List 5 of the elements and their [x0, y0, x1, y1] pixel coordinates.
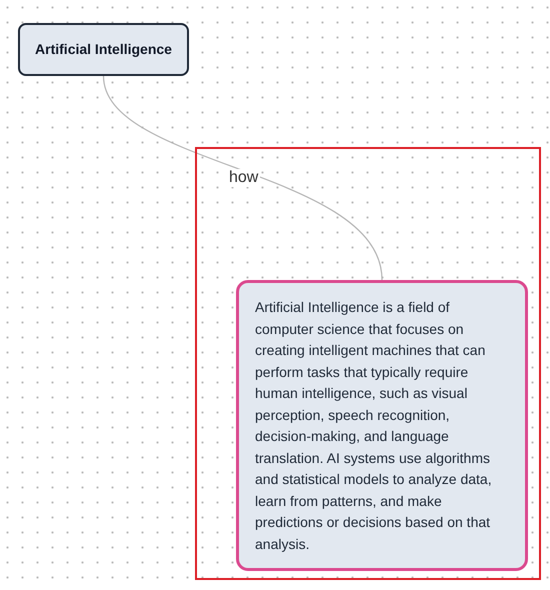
note-card: Artificial Intelligence is a field of computer science that focuses on creating intelligent machines that can perform tasks that typically require human intelligence, such as visual perception, speech recognition, decision-making, and language translation. AI systems use algorithms and statistical models to analyze data, learn from patterns, and make predictions or decisions based on that analysis.	[236, 280, 528, 571]
connector-line	[102, 76, 383, 280]
topic-node: Artificial Intelligence	[18, 23, 189, 76]
edge-label: how	[227, 169, 260, 187]
selection-frame	[195, 147, 541, 580]
